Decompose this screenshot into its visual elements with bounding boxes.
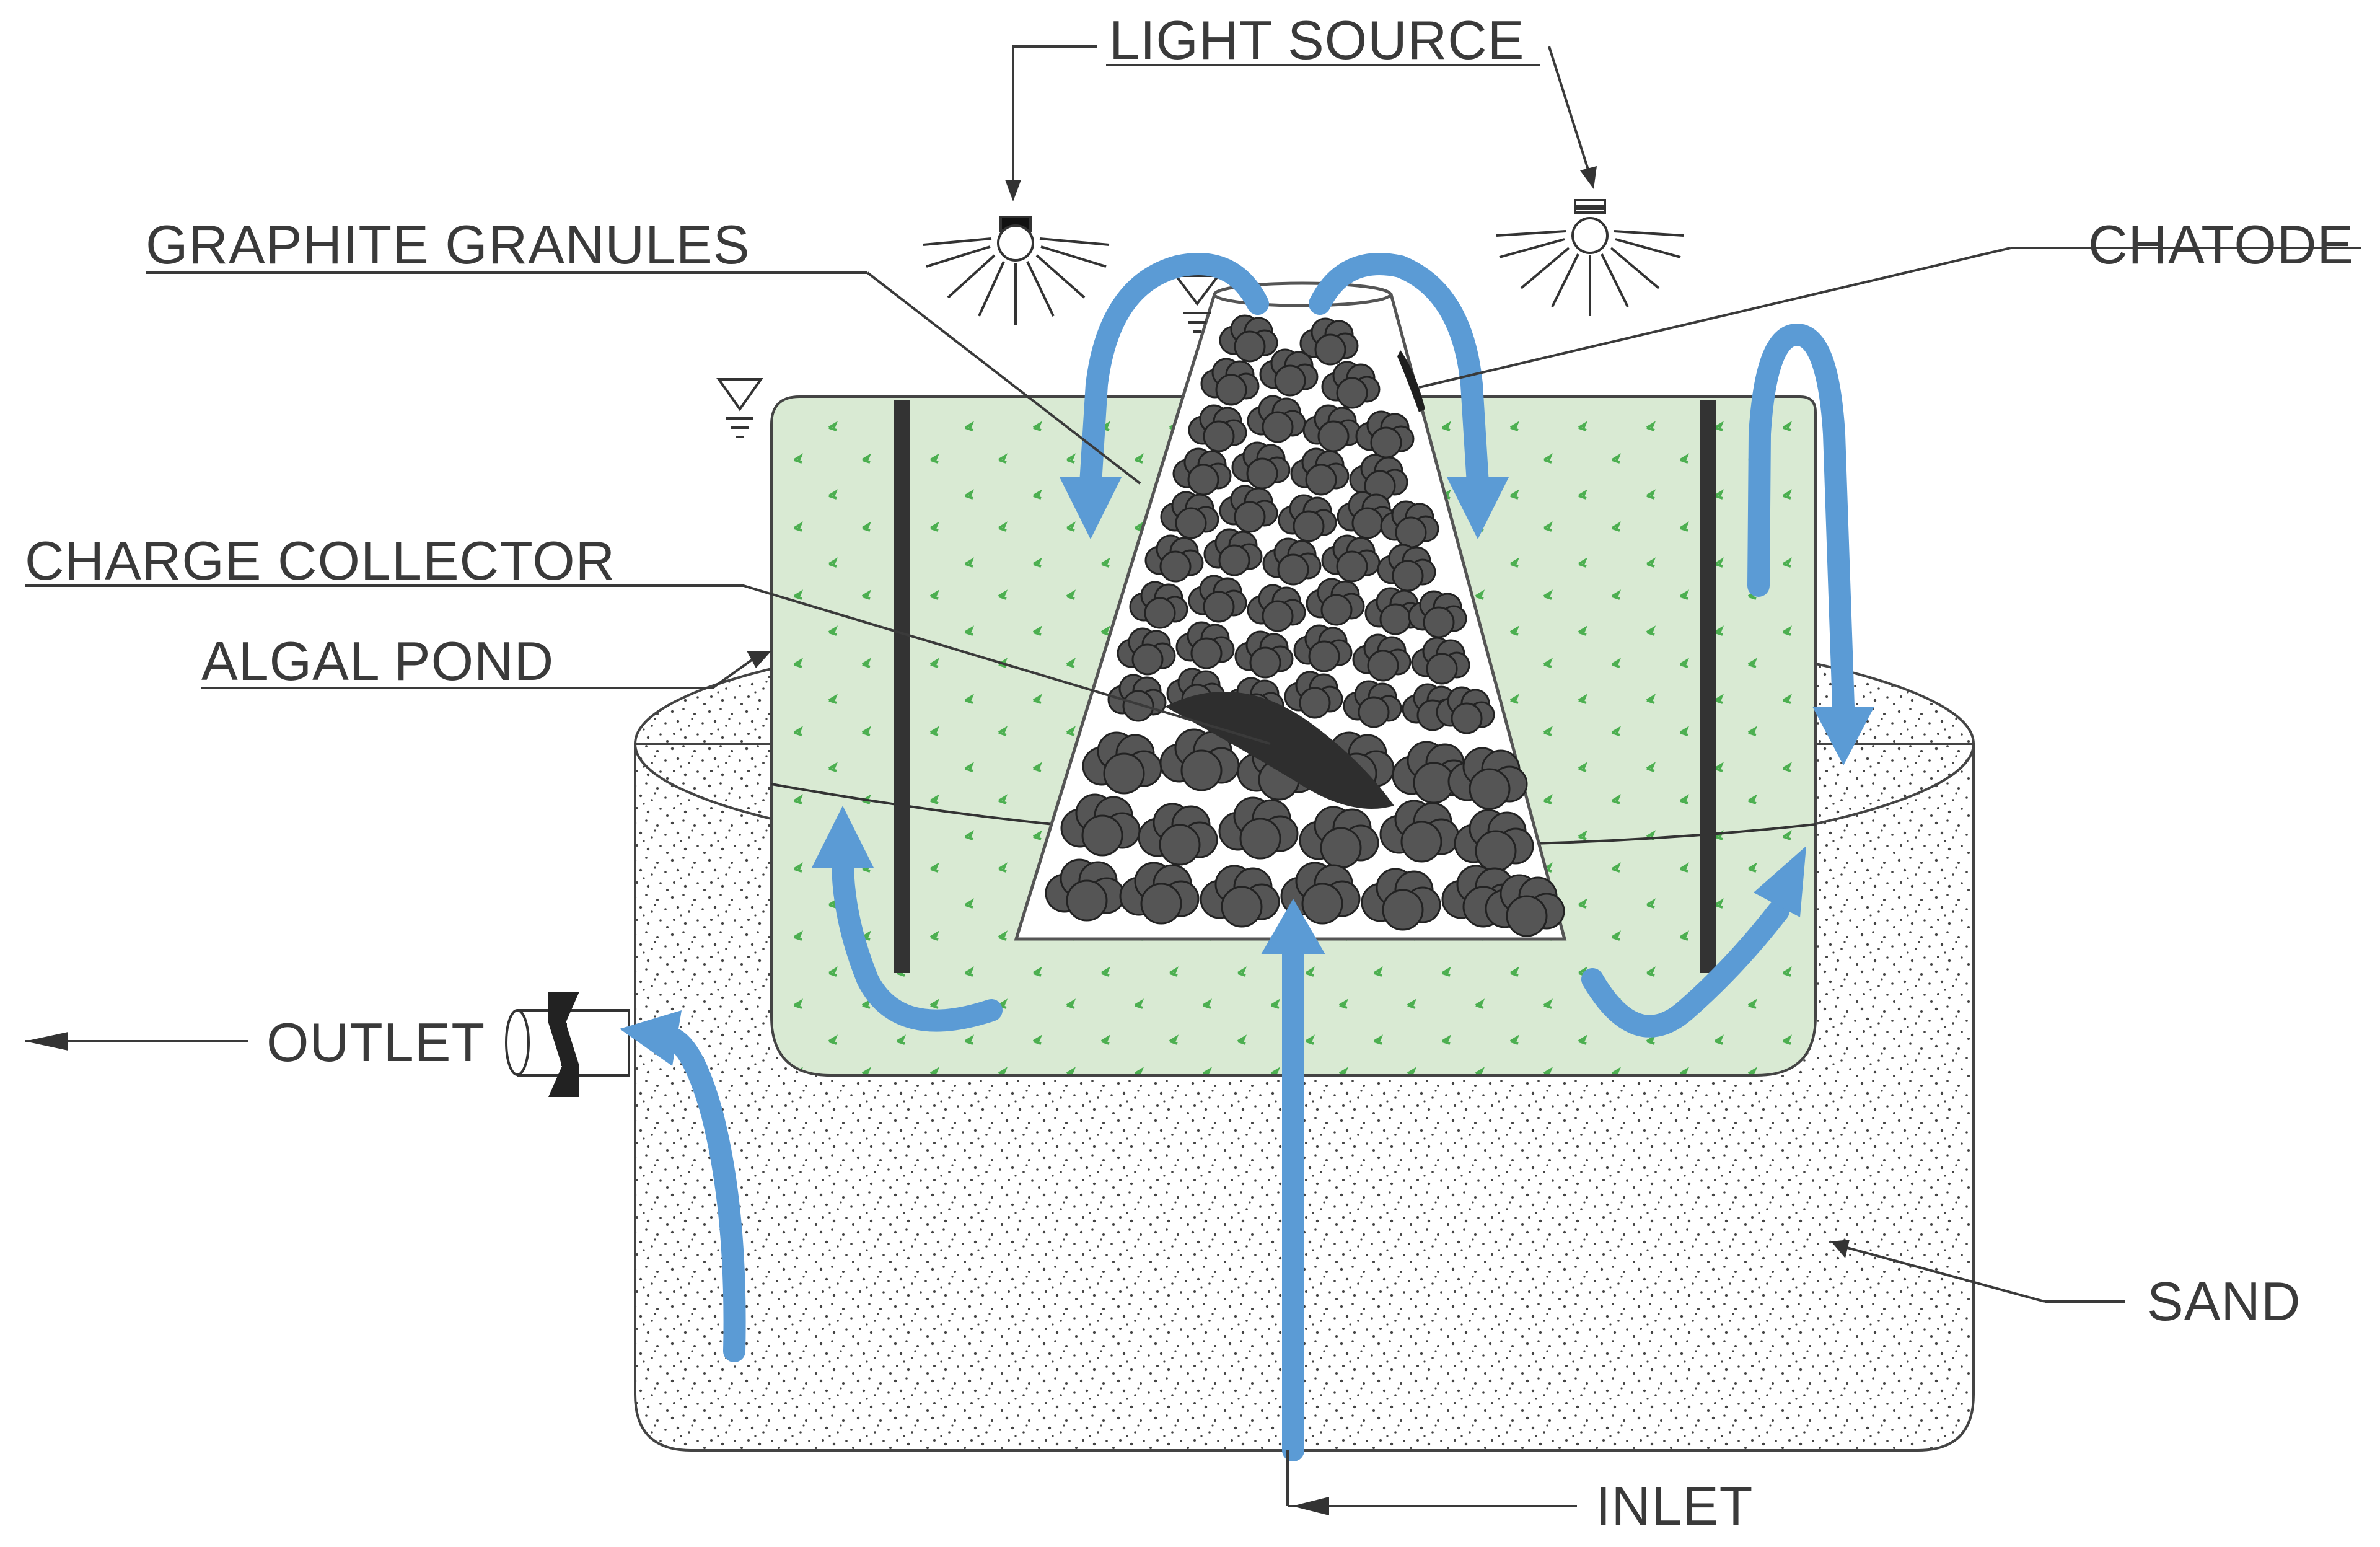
valve-icon bbox=[548, 992, 579, 1097]
algal-pond-label: ALGAL POND bbox=[201, 630, 554, 692]
sand-label: SAND bbox=[2147, 1271, 2301, 1332]
charge-collector bbox=[1165, 692, 1394, 809]
lamp-with-rays-icon bbox=[923, 216, 1110, 325]
water-level-icon bbox=[716, 378, 763, 438]
right-plate bbox=[1700, 400, 1716, 973]
water-flow-arrows bbox=[620, 253, 1874, 1461]
water-level-icon bbox=[1173, 275, 1221, 333]
charge-collector-label: CHARGE COLLECTOR bbox=[25, 530, 615, 591]
left-plate bbox=[894, 400, 910, 973]
light-source-label: LIGHT SOURCE bbox=[1109, 9, 1525, 71]
lamp-with-rays-icon bbox=[1496, 199, 1684, 316]
cathode bbox=[1397, 350, 1425, 412]
inlet-label: INLET bbox=[1596, 1475, 1753, 1536]
graphite-granules-label: GRAPHITE GRANULES bbox=[146, 214, 750, 275]
outlet-label: OUTLET bbox=[266, 1011, 485, 1073]
cathode-label: CHATODE bbox=[2088, 214, 2354, 275]
leader-lines bbox=[25, 45, 2361, 1515]
